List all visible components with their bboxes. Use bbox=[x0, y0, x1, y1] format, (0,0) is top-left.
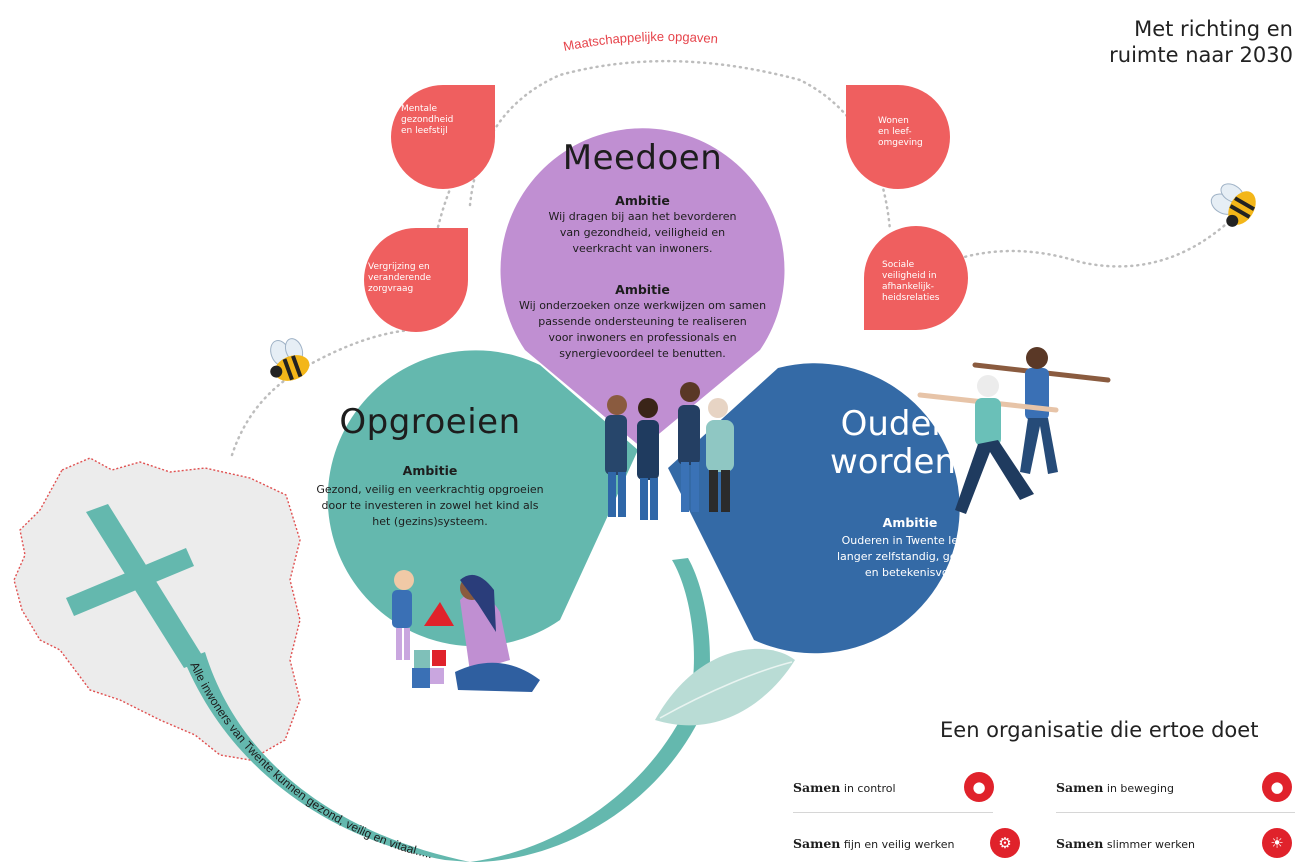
meedoen-ambitie1-heading: Ambitie bbox=[615, 193, 670, 208]
meedoen-title: Meedoen bbox=[562, 138, 723, 178]
samen-fijn-en-veilig-werken: Samen fijn en veilig werken bbox=[793, 836, 955, 851]
opgave-label-mentale-gezondheid: Mentale gezondheid en leefstijl bbox=[401, 104, 493, 137]
opgave-line: en leefstijl bbox=[401, 126, 448, 136]
petal-ouder-worden bbox=[668, 363, 960, 654]
samen-slimmer-werken: Samen slimmer werken bbox=[1056, 836, 1195, 851]
opgave-drop-vergrijzing bbox=[364, 228, 468, 332]
meedoen-ambitie1-text: Wij dragen bij aan het bevorderen van ge… bbox=[520, 209, 765, 257]
divider bbox=[793, 812, 993, 813]
opgave-line: Wonen bbox=[878, 116, 909, 126]
opgroeien-ambitie-text: Gezond, veilig en veerkrachtig opgroeien… bbox=[290, 482, 570, 530]
ambitie-line: Wij dragen bij aan het bevorderen bbox=[548, 210, 737, 223]
people-group-illustration bbox=[605, 382, 734, 520]
opgave-line: veiligheid in bbox=[882, 271, 937, 281]
opgave-line: heidsrelaties bbox=[882, 293, 940, 303]
petal-meedoen bbox=[500, 128, 785, 448]
arc-label: Maatschappelijke opgaven bbox=[562, 29, 719, 54]
samen-in-control: Samen in control bbox=[793, 780, 896, 795]
opgave-line: veranderende bbox=[368, 273, 432, 283]
ouder-worden-title-line2: worden bbox=[829, 442, 957, 482]
lightbulb-gear-icon: ☀ bbox=[1262, 828, 1292, 858]
ouder-worden-ambitie-heading: Ambitie bbox=[882, 515, 938, 530]
samen-bold: Samen bbox=[793, 780, 841, 795]
opgave-label-wonen: Wonen en leef- omgeving bbox=[878, 116, 958, 149]
ouder-worden-ambitie-text: Ouderen in Twente leven langer zelfstand… bbox=[800, 533, 1020, 581]
opgave-label-vergrijzing: Vergrijzing en veranderende zorgvraag bbox=[368, 262, 468, 295]
ambitie-line: langer zelfstandig, gezond bbox=[837, 550, 983, 563]
leaf-vein bbox=[659, 661, 793, 719]
opgroeien-title: Opgroeien bbox=[339, 402, 521, 442]
opgave-line: en leef- bbox=[878, 127, 912, 137]
samen-bold: Samen bbox=[1056, 836, 1104, 851]
samen-in-beweging: Samen in beweging bbox=[1056, 780, 1174, 795]
elders-exercising-illustration bbox=[917, 347, 1111, 514]
organisatie-title: Een organisatie die ertoe doet bbox=[940, 718, 1259, 742]
opgave-drop-sociale-veiligheid bbox=[864, 226, 968, 330]
ouder-worden-title: Ouder worden bbox=[818, 405, 968, 481]
samen-bold: Samen bbox=[793, 836, 841, 851]
opgave-drop-mentale-gezondheid bbox=[391, 85, 495, 189]
opgave-line: Mentale bbox=[401, 104, 438, 114]
opgave-line: Vergrijzing en bbox=[368, 262, 430, 272]
opgave-line: zorgvraag bbox=[368, 284, 414, 294]
ambitie-line: Gezond, veilig en veerkrachtig opgroeien bbox=[316, 483, 544, 496]
meedoen-ambitie2-text: Wij onderzoeken onze werkwijzen om samen… bbox=[515, 298, 770, 362]
samen-rest: fijn en veilig werken bbox=[840, 838, 955, 851]
samen-rest: slimmer werken bbox=[1103, 838, 1195, 851]
opgave-line: gezondheid bbox=[401, 115, 454, 125]
ouder-worden-title-line1: Ouder bbox=[840, 404, 946, 444]
page-title-line2: ruimte naar 2030 bbox=[1109, 43, 1293, 67]
ambitie-line: van gezondheid, veiligheid en bbox=[559, 226, 726, 239]
opgave-line: afhankelijk- bbox=[882, 282, 934, 292]
ambitie-line: veerkracht van inwoners. bbox=[572, 242, 713, 255]
ambitie-line: Wij onderzoeken onze werkwijzen om samen bbox=[518, 299, 767, 312]
ambitie-line: het (gezins)systeem. bbox=[372, 515, 488, 528]
ambitie-line: voor inwoners en professionals en bbox=[548, 331, 737, 344]
ambitie-line: en betekenisvol. bbox=[864, 566, 956, 579]
bee-trail-right bbox=[946, 223, 1227, 268]
samen-rest: in beweging bbox=[1103, 782, 1174, 795]
meedoen-ambitie2-heading: Ambitie bbox=[615, 282, 670, 297]
people-moving-icon: ● bbox=[1262, 772, 1292, 802]
opgroeien-ambitie-heading: Ambitie bbox=[402, 463, 458, 478]
mother-child-illustration bbox=[392, 570, 540, 692]
people-group-icon: ● bbox=[964, 772, 994, 802]
ambitie-line: passende ondersteuning te realiseren bbox=[538, 315, 747, 328]
shield-gear-icon: ⚙ bbox=[990, 828, 1020, 858]
ambitie-line: Ouderen in Twente leven bbox=[841, 534, 979, 547]
leaf bbox=[655, 648, 795, 726]
stem-curve bbox=[470, 558, 710, 862]
page-title-line1: Met richting en bbox=[1134, 17, 1293, 41]
bee-icon-right bbox=[1210, 183, 1256, 227]
ambitie-line: synergievoordeel te benutten. bbox=[559, 347, 726, 360]
bee-icon-left bbox=[270, 338, 310, 381]
cross-horizontal bbox=[66, 548, 194, 616]
bee-trail-left bbox=[230, 328, 412, 457]
opgave-line: Sociale bbox=[882, 260, 915, 270]
opgave-label-sociale-veiligheid: Sociale veiligheid in afhankelijk- heids… bbox=[882, 260, 968, 304]
samen-bold: Samen bbox=[1056, 780, 1104, 795]
page-title: Met richting en ruimte naar 2030 bbox=[1109, 16, 1293, 68]
samen-rest: in control bbox=[840, 782, 896, 795]
opgave-line: omgeving bbox=[878, 138, 923, 148]
ambitie-line: door te investeren in zowel het kind als bbox=[321, 499, 539, 512]
divider bbox=[1056, 812, 1295, 813]
opgave-drop-wonen bbox=[846, 85, 950, 189]
